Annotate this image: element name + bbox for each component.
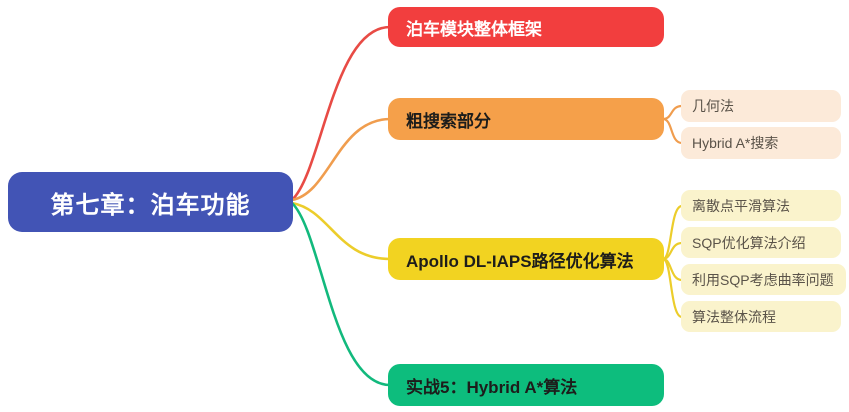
subtopic-node-discrete-point-smoothing[interactable]: 离散点平滑算法 [681, 190, 841, 221]
connector-line [661, 257, 684, 319]
branch-node-practice-hybrid-astar[interactable]: 实战5：Hybrid A*算法 [388, 364, 664, 406]
connector-line [290, 25, 392, 202]
subtopic-node-overall-flow[interactable]: 算法整体流程 [681, 301, 841, 332]
connector-line [290, 117, 392, 202]
connector-line [290, 201, 392, 261]
connector-line [661, 117, 684, 145]
connector-line [661, 104, 684, 121]
branch-node-parking-framework[interactable]: 泊车模块整体框架 [388, 7, 664, 47]
connector-line [290, 201, 392, 387]
subtopic-node-hybrid-astar-search[interactable]: Hybrid A*搜索 [681, 127, 841, 159]
mindmap-root-node[interactable]: 第七章：泊车功能 [8, 172, 293, 232]
subtopic-node-sqp-intro[interactable]: SQP优化算法介绍 [681, 227, 841, 258]
subtopic-node-sqp-curvature[interactable]: 利用SQP考虑曲率问题 [681, 264, 846, 295]
branch-node-coarse-search[interactable]: 粗搜索部分 [388, 98, 664, 140]
subtopic-node-geometric-method[interactable]: 几何法 [681, 90, 841, 122]
branch-node-dl-iaps[interactable]: Apollo DL-IAPS路径优化算法 [388, 238, 664, 280]
